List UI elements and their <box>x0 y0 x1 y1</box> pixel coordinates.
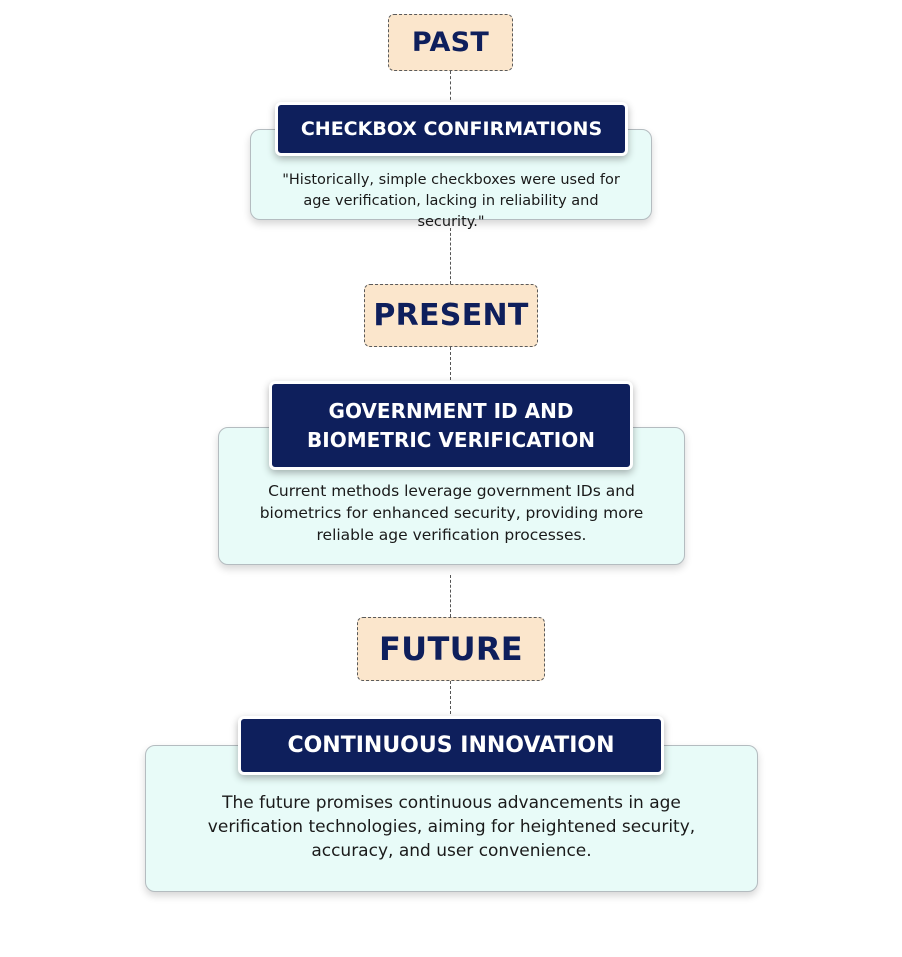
connector-line <box>450 347 451 385</box>
stage-title-present: GOVERNMENT ID AND BIOMETRIC VERIFICATION <box>269 381 633 470</box>
era-label-future: FUTURE <box>357 617 545 681</box>
description-past: "Historically, simple checkboxes were us… <box>282 172 620 230</box>
era-label-present: PRESENT <box>364 284 538 347</box>
era-label-past: PAST <box>388 14 513 71</box>
connector-line <box>450 575 451 617</box>
stage-title-future: CONTINUOUS INNOVATION <box>238 716 664 775</box>
connector-line <box>450 71 451 105</box>
connector-line <box>450 681 451 719</box>
description-present: Current methods leverage government IDs … <box>259 482 644 544</box>
description-future: The future promises continuous advanceme… <box>207 793 696 861</box>
connector-line <box>450 228 451 284</box>
stage-title-past: CHECKBOX CONFIRMATIONS <box>275 102 628 156</box>
